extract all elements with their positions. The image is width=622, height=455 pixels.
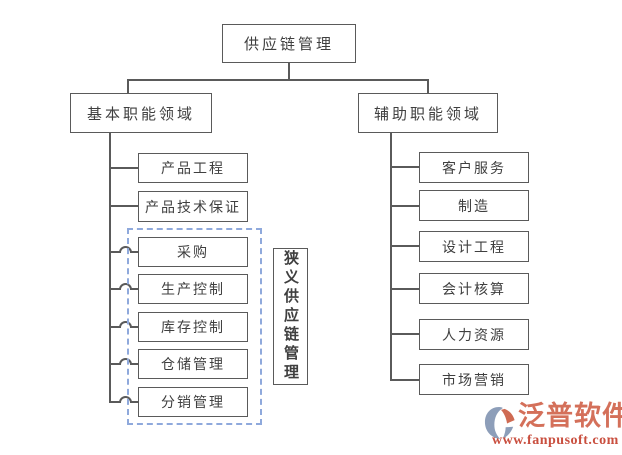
node-label: 产品技术保证 (145, 200, 241, 216)
node-label: 客户服务 (442, 161, 506, 177)
connector-stub-procurement-2 (130, 251, 138, 253)
node-customer-service: 客户服务 (419, 152, 529, 183)
connector-stub-inventory-control (109, 326, 121, 328)
node-label: 辅助职能领域 (373, 106, 482, 123)
node-label: 市场营销 (442, 373, 506, 389)
node-product-tech-assurance: 产品技术保证 (138, 191, 248, 222)
node-label: 生产控制 (161, 283, 225, 298)
connector-stub-marketing (390, 379, 419, 381)
node-production-control: 生产控制 (138, 274, 248, 304)
node-basic-functional-area: 基本职能领域 (70, 93, 212, 133)
connector-stub-production-control-2 (130, 288, 138, 290)
node-manufacturing: 制造 (419, 190, 529, 221)
node-warehouse-management: 仓储管理 (138, 349, 248, 379)
node-label: 产品工程 (161, 162, 225, 177)
connector-stub-procurement (109, 251, 121, 253)
connector-root-drop (288, 62, 290, 81)
node-label: 会计核算 (442, 282, 506, 298)
fanpu-watermark: 泛普软件 www.fanpusoft.com (484, 401, 622, 452)
connector-stub-distribution-mgmt-2 (130, 401, 138, 403)
node-label: 设计工程 (442, 240, 506, 256)
connector-right-branch-drop (427, 79, 429, 94)
watermark-brand-text: 泛普软件 (518, 401, 622, 431)
connector-stub-manufacturing (390, 205, 419, 207)
line-jump-mark (119, 321, 132, 328)
node-label: 采购 (177, 246, 209, 261)
connector-left-trunk (109, 132, 111, 403)
narrow-scm-dashed-group (127, 228, 262, 425)
connector-stub-customer-service (390, 166, 419, 168)
node-auxiliary-functional-area: 辅助职能领域 (358, 93, 498, 133)
node-human-resources: 人力资源 (419, 319, 529, 350)
connector-stub-warehouse-mgmt (109, 363, 121, 365)
line-jump-mark (119, 396, 132, 403)
node-distribution-management: 分销管理 (138, 387, 248, 417)
line-jump-mark (119, 246, 132, 253)
connector-stub-distribution-mgmt (109, 401, 121, 403)
connector-main-horizontal (127, 79, 429, 81)
node-narrow-scm-label: 狭义供应链管理 (273, 248, 308, 385)
connector-stub-accounting (390, 288, 419, 290)
node-accounting: 会计核算 (419, 273, 529, 304)
connector-stub-production-control (109, 288, 121, 290)
node-procurement: 采购 (138, 237, 248, 267)
connector-stub-inventory-control-2 (130, 326, 138, 328)
node-marketing: 市场营销 (419, 364, 529, 395)
watermark-url: www.fanpusoft.com (492, 433, 619, 448)
connector-left-branch-drop (127, 79, 129, 94)
line-jump-mark (119, 283, 132, 290)
node-label: 制造 (458, 199, 490, 215)
fanpu-logo-icon (484, 407, 515, 439)
connector-right-trunk (390, 132, 392, 381)
node-label: 库存控制 (161, 321, 225, 336)
node-product-engineering: 产品工程 (138, 153, 248, 183)
node-label: 狭义供应链管理 (282, 250, 298, 383)
node-supply-chain-management: 供应链管理 (222, 24, 356, 63)
node-label: 基本职能领域 (86, 106, 195, 123)
connector-stub-product-engineering (109, 167, 138, 169)
node-inventory-control: 库存控制 (138, 312, 248, 342)
connector-stub-product-tech-assurance (109, 205, 138, 207)
node-label: 仓储管理 (161, 358, 225, 373)
connector-stub-design-engineering (390, 245, 419, 247)
node-label: 分销管理 (161, 396, 225, 411)
connector-stub-warehouse-mgmt-2 (130, 363, 138, 365)
connector-stub-human-resources (390, 333, 419, 335)
line-jump-mark (119, 358, 132, 365)
node-label: 人力资源 (442, 328, 506, 344)
node-design-engineering: 设计工程 (419, 231, 529, 262)
node-label: 供应链管理 (243, 37, 334, 53)
